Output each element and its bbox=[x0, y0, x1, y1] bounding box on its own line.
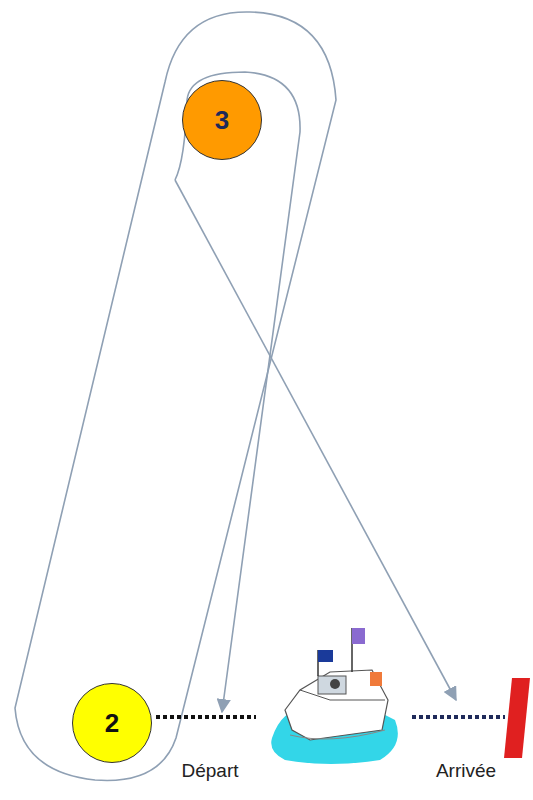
finish-label: Arrivée bbox=[436, 760, 496, 782]
start-label: Départ bbox=[181, 760, 238, 782]
outer-course bbox=[15, 12, 336, 781]
mark-number: 3 bbox=[215, 105, 229, 136]
finish-flag bbox=[504, 678, 530, 758]
yellow-mark: 2 bbox=[72, 683, 152, 763]
mark-number: 2 bbox=[105, 708, 119, 739]
committee-boat bbox=[271, 628, 398, 764]
orange-mark: 3 bbox=[182, 80, 262, 160]
inner-course bbox=[175, 72, 300, 712]
start-line bbox=[156, 715, 256, 719]
finish-leg bbox=[175, 180, 456, 700]
finish-line bbox=[412, 715, 505, 719]
